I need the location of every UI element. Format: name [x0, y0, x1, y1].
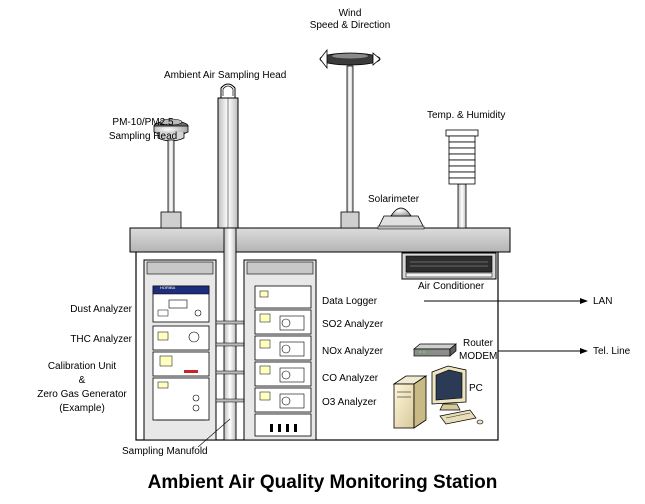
router-label: Router — [463, 338, 494, 349]
solarimeter-icon — [377, 207, 425, 230]
pc-label: PC — [469, 383, 483, 394]
tel-line-arrow — [498, 348, 588, 354]
calibration-label-line4: (Example) — [59, 403, 105, 414]
wind-sensor-icon — [319, 48, 381, 229]
shelter-roof — [129, 227, 511, 253]
wind-label-line2: Speed & Direction — [309, 20, 391, 31]
horiba-brand-label: HORIBA — [160, 285, 176, 290]
calibration-label-line2: & — [78, 375, 86, 386]
thc-analyzer-label: THC Analyzer — [70, 334, 132, 345]
temp-humidity-label: Temp. & Humidity — [427, 110, 506, 121]
sampling-head-label: Ambient Air Sampling Head — [164, 70, 287, 81]
nox-analyzer-label: NOx Analyzer — [322, 346, 384, 357]
sampling-manifold-icon — [197, 227, 249, 448]
calibration-label-line3: Zero Gas Generator — [37, 389, 127, 400]
lan-label: LAN — [593, 296, 613, 307]
temp-humidity-sensor-icon — [445, 129, 479, 229]
pc-icon — [392, 365, 484, 429]
pm-sampling-head-icon — [153, 118, 189, 229]
modem-label: MODEM — [459, 351, 498, 362]
right-analyzer-rack — [243, 259, 317, 441]
calibration-label-line1: Calibration Unit — [47, 361, 117, 372]
air-conditioner-icon — [401, 252, 497, 280]
pm-label-line1: PM-10/PM2.5 — [112, 117, 174, 128]
sampling-manifold-label: Sampling Manufold — [122, 446, 208, 457]
air-conditioner-label: Air Conditioner — [418, 281, 485, 292]
lan-arrow — [424, 298, 588, 304]
data-logger-label: Data Logger — [322, 296, 378, 307]
dust-analyzer-label: Dust Analyzer — [70, 304, 132, 315]
pm-label-line2: Sampling Head — [108, 131, 178, 142]
so2-analyzer-label: SO2 Analyzer — [322, 319, 384, 330]
sampling-head-icon — [217, 83, 239, 229]
wind-label-line1: Wind — [338, 8, 362, 19]
router-icon — [413, 343, 457, 357]
o3-analyzer-label: O3 Analyzer — [322, 397, 377, 408]
tel-line-label: Tel. Line — [593, 346, 631, 357]
left-analyzer-rack — [143, 259, 217, 441]
solarimeter-label: Solarimeter — [368, 194, 420, 205]
page-title: Ambient Air Quality Monitoring Station — [147, 472, 498, 493]
co-analyzer-label: CO Analyzer — [322, 373, 379, 384]
